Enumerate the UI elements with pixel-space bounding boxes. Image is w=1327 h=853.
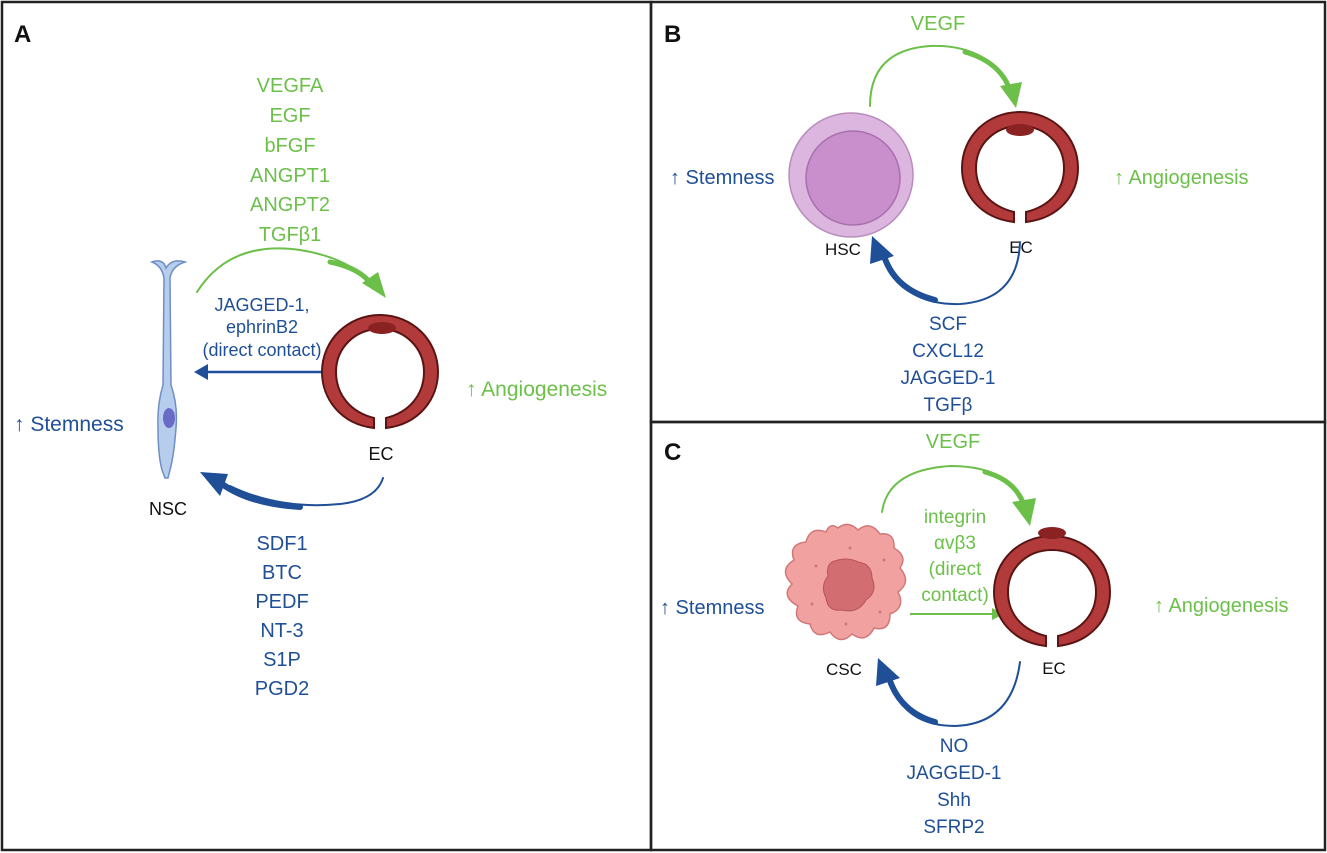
- factor-label: SCF: [929, 314, 967, 335]
- panel-c-blue-arrowhead: [876, 658, 900, 686]
- panel-b-green-arrow: [869, 44, 1011, 107]
- hsc-label: HSC: [825, 240, 861, 259]
- factor-label: NT-3: [260, 620, 303, 642]
- factor-label: SDF1: [256, 533, 307, 555]
- factor-label: ANGPT2: [250, 194, 330, 216]
- factor-label: CXCL12: [912, 341, 984, 362]
- panel-b-stemness: ↑ Stemness: [670, 167, 774, 189]
- panel-a-letter: A: [14, 21, 31, 48]
- factor-label: EGF: [269, 105, 310, 127]
- factor-label: NO: [940, 736, 969, 757]
- panel-b-blue-arrowhead: [870, 236, 894, 264]
- panel-a-stemness: ↑ Stemness: [14, 413, 124, 436]
- panel-b-green-arrowhead: [1000, 82, 1022, 108]
- factor-label: Shh: [937, 790, 971, 811]
- panel-a-angiogenesis: ↑ Angiogenesis: [466, 378, 607, 401]
- panel-c-letter: C: [664, 439, 681, 466]
- factor-label: ANGPT1: [250, 165, 330, 187]
- panel-b-letter: B: [664, 21, 681, 48]
- panel-b-blue-arrow-thick: [881, 253, 938, 303]
- panel-c-green-arrow: [881, 464, 1025, 513]
- factor-label: BTC: [262, 562, 302, 584]
- factor-label: TGFβ: [924, 395, 973, 416]
- panel-a-green-arrowhead: [362, 272, 386, 298]
- panel-b-green-arrow-thick: [962, 49, 1013, 93]
- ec-label-a: EC: [368, 444, 393, 464]
- nsc-cell: [149, 260, 188, 479]
- contact-line: αvβ3: [934, 533, 976, 554]
- panel-c-stemness: ↑ Stemness: [660, 597, 764, 619]
- panel-c-blue-arrow: [887, 661, 1021, 728]
- factor-label: JAGGED-1: [906, 763, 1001, 784]
- ec-label-b: EC: [1009, 238, 1033, 257]
- panel-a-blue-factors: SDF1 BTC PEDF NT-3 S1P PGD2: [255, 533, 309, 700]
- factor-label: S1P: [263, 649, 301, 671]
- nsc-label: NSC: [149, 499, 187, 519]
- factor-label: SFRP2: [923, 817, 984, 838]
- hsc-cell: [788, 112, 914, 238]
- contact-line: contact): [921, 585, 989, 606]
- factor-label: VEGFA: [257, 75, 324, 97]
- contact-line: integrin: [924, 507, 986, 528]
- ec-cell-c: [992, 527, 1112, 648]
- panel-c-blue-factors: NO JAGGED-1 Shh SFRP2: [906, 736, 1001, 838]
- ec-cell-b: [960, 110, 1080, 224]
- panel-c-green-arrow-thick: [982, 469, 1027, 508]
- panel-c-angiogenesis: ↑ Angiogenesis: [1154, 595, 1289, 617]
- panel-b-angiogenesis: ↑ Angiogenesis: [1114, 167, 1249, 189]
- panel-b-blue-arrow: [881, 241, 1021, 306]
- panel-c-green-arrowhead: [1012, 498, 1036, 526]
- csc-label: CSC: [826, 660, 862, 679]
- ec-label-c: EC: [1042, 659, 1066, 678]
- factor-label: PEDF: [255, 591, 308, 613]
- panel-a-blue-arrow-thick: [219, 481, 303, 510]
- panel-c-blue-arrow-thick: [886, 675, 938, 725]
- panel-b-green-factor: VEGF: [911, 13, 965, 35]
- panel-c-contact-label: integrin αvβ3 (direct contact): [921, 507, 989, 606]
- panel-a-green-factors: VEGFA EGF bFGF ANGPT1 ANGPT2 TGFβ1: [250, 75, 330, 246]
- contact-line: (direct contact): [202, 340, 321, 360]
- panel-a-contact-arrowhead: [194, 364, 208, 380]
- contact-line: (direct: [929, 559, 983, 580]
- factor-label: JAGGED-1: [900, 368, 995, 389]
- panel-a-green-arrow: [196, 247, 373, 293]
- panel-c-green-factor: VEGF: [926, 431, 980, 453]
- factor-label: bFGF: [264, 135, 315, 157]
- panel-c-frame: [649, 420, 1327, 852]
- ec-cell-a: [320, 313, 440, 430]
- panel-a-contact-label: JAGGED-1, ephrinB2 (direct contact): [202, 295, 321, 360]
- panel-b-blue-factors: SCF CXCL12 JAGGED-1 TGFβ: [900, 314, 995, 416]
- contact-line: ephrinB2: [226, 317, 298, 337]
- panel-a-blue-arrowhead: [200, 472, 228, 496]
- factor-label: PGD2: [255, 678, 309, 700]
- factor-label: TGFβ1: [259, 224, 322, 246]
- contact-line: JAGGED-1,: [214, 295, 309, 315]
- panel-a-blue-arrow: [229, 477, 384, 507]
- csc-cell: [784, 523, 907, 641]
